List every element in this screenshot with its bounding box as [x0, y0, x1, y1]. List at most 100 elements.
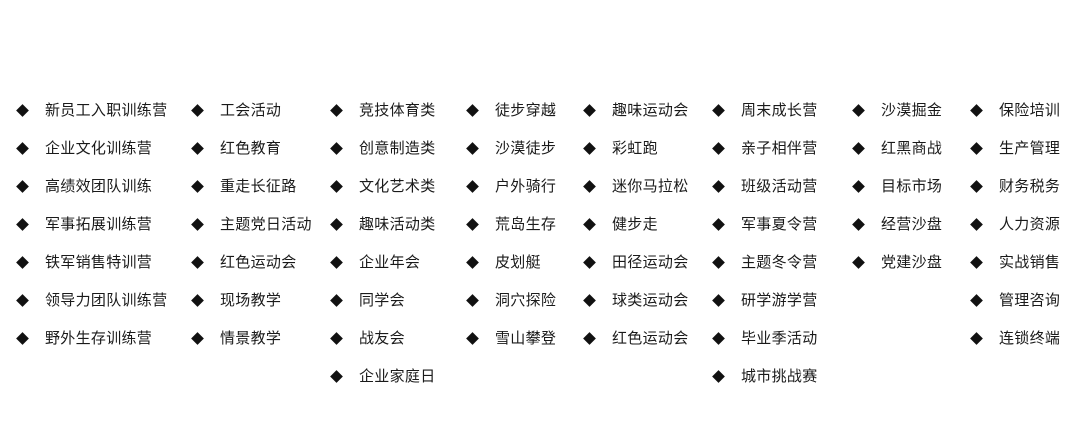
diamond-bullet-icon: [970, 255, 983, 269]
diamond-bullet-icon: [466, 331, 479, 345]
menu-item[interactable]: 班级活动营: [712, 167, 818, 205]
menu-item[interactable]: 户外骑行: [466, 167, 556, 205]
menu-item-label: 党建沙盘: [881, 253, 943, 271]
menu-item[interactable]: 保险培训: [970, 91, 1060, 129]
menu-item[interactable]: 新员工入职训练营: [16, 91, 167, 129]
menu-item[interactable]: 球类运动会: [583, 281, 689, 319]
menu-column-5: 趣味运动会彩虹跑迷你马拉松健步走田径运动会球类运动会红色运动会: [583, 91, 689, 357]
menu-item-label: 主题党日活动: [220, 215, 312, 233]
menu-item-label: 财务税务: [999, 177, 1061, 195]
menu-item[interactable]: 领导力团队训练营: [16, 281, 167, 319]
menu-item[interactable]: 皮划艇: [466, 243, 556, 281]
diamond-bullet-icon: [191, 141, 204, 155]
menu-item[interactable]: 沙漠掘金: [852, 91, 942, 129]
menu-item[interactable]: 周末成长营: [712, 91, 818, 129]
menu-item[interactable]: 财务税务: [970, 167, 1060, 205]
menu-item[interactable]: 工会活动: [191, 91, 312, 129]
diamond-bullet-icon: [852, 103, 865, 117]
menu-column-6: 周末成长营亲子相伴营班级活动营军事夏令营主题冬令营研学游学营毕业季活动城市挑战赛: [712, 91, 818, 395]
menu-item[interactable]: 红色运动会: [583, 319, 689, 357]
diamond-bullet-icon: [852, 255, 865, 269]
diamond-bullet-icon: [466, 255, 479, 269]
menu-item[interactable]: 文化艺术类: [330, 167, 436, 205]
menu-item[interactable]: 企业文化训练营: [16, 129, 167, 167]
menu-item[interactable]: 毕业季活动: [712, 319, 818, 357]
diamond-bullet-icon: [330, 369, 343, 383]
diamond-bullet-icon: [191, 255, 204, 269]
diamond-bullet-icon: [16, 103, 29, 117]
diamond-bullet-icon: [330, 217, 343, 231]
diamond-bullet-icon: [191, 217, 204, 231]
menu-item[interactable]: 创意制造类: [330, 129, 436, 167]
menu-item-label: 红色运动会: [220, 253, 297, 271]
menu-item-label: 徒步穿越: [495, 101, 557, 119]
menu-item-label: 现场教学: [220, 291, 282, 309]
menu-item[interactable]: 趣味活动类: [330, 205, 436, 243]
menu-item-label: 目标市场: [881, 177, 943, 195]
menu-item[interactable]: 主题党日活动: [191, 205, 312, 243]
menu-item-label: 研学游学营: [741, 291, 818, 309]
menu-item[interactable]: 人力资源: [970, 205, 1060, 243]
diamond-bullet-icon: [712, 331, 725, 345]
menu-item[interactable]: 高绩效团队训练: [16, 167, 167, 205]
menu-item[interactable]: 军事夏令营: [712, 205, 818, 243]
diamond-bullet-icon: [970, 103, 983, 117]
menu-item-label: 迷你马拉松: [612, 177, 689, 195]
menu-item[interactable]: 企业家庭日: [330, 357, 436, 395]
menu-item[interactable]: 徒步穿越: [466, 91, 556, 129]
menu-item[interactable]: 亲子相伴营: [712, 129, 818, 167]
menu-item[interactable]: 红黑商战: [852, 129, 942, 167]
menu-item-label: 新员工入职训练营: [45, 101, 168, 119]
menu-item[interactable]: 同学会: [330, 281, 436, 319]
menu-item[interactable]: 情景教学: [191, 319, 312, 357]
menu-item-label: 红黑商战: [881, 139, 943, 157]
menu-column-3: 竞技体育类创意制造类文化艺术类趣味活动类企业年会同学会战友会企业家庭日: [330, 91, 436, 395]
menu-item[interactable]: 研学游学营: [712, 281, 818, 319]
menu-item[interactable]: 洞穴探险: [466, 281, 556, 319]
menu-item[interactable]: 荒岛生存: [466, 205, 556, 243]
menu-item-label: 野外生存训练营: [45, 329, 153, 347]
menu-item[interactable]: 实战销售: [970, 243, 1060, 281]
menu-item-label: 创意制造类: [359, 139, 436, 157]
menu-item[interactable]: 经营沙盘: [852, 205, 942, 243]
diamond-bullet-icon: [466, 141, 479, 155]
diamond-bullet-icon: [16, 179, 29, 193]
menu-item[interactable]: 彩虹跑: [583, 129, 689, 167]
menu-item[interactable]: 城市挑战赛: [712, 357, 818, 395]
menu-item[interactable]: 目标市场: [852, 167, 942, 205]
diamond-bullet-icon: [852, 217, 865, 231]
menu-item-label: 情景教学: [220, 329, 282, 347]
menu-item[interactable]: 沙漠徒步: [466, 129, 556, 167]
menu-item[interactable]: 党建沙盘: [852, 243, 942, 281]
diamond-bullet-icon: [583, 103, 596, 117]
menu-item[interactable]: 红色教育: [191, 129, 312, 167]
menu-item[interactable]: 主题冬令营: [712, 243, 818, 281]
menu-item[interactable]: 野外生存训练营: [16, 319, 167, 357]
diamond-bullet-icon: [330, 255, 343, 269]
menu-item[interactable]: 竞技体育类: [330, 91, 436, 129]
menu-item-label: 企业文化训练营: [45, 139, 153, 157]
menu-item[interactable]: 迷你马拉松: [583, 167, 689, 205]
menu-item[interactable]: 重走长征路: [191, 167, 312, 205]
menu-item[interactable]: 红色运动会: [191, 243, 312, 281]
menu-item[interactable]: 雪山攀登: [466, 319, 556, 357]
menu-item[interactable]: 趣味运动会: [583, 91, 689, 129]
menu-item[interactable]: 军事拓展训练营: [16, 205, 167, 243]
menu-item[interactable]: 铁军销售特训营: [16, 243, 167, 281]
menu-item[interactable]: 现场教学: [191, 281, 312, 319]
menu-item-label: 户外骑行: [495, 177, 557, 195]
menu-item[interactable]: 管理咨询: [970, 281, 1060, 319]
menu-item[interactable]: 生产管理: [970, 129, 1060, 167]
diamond-bullet-icon: [583, 331, 596, 345]
diamond-bullet-icon: [16, 331, 29, 345]
menu-item-label: 周末成长营: [741, 101, 818, 119]
menu-item-label: 城市挑战赛: [741, 367, 818, 385]
menu-item[interactable]: 健步走: [583, 205, 689, 243]
menu-item-label: 主题冬令营: [741, 253, 818, 271]
diamond-bullet-icon: [712, 217, 725, 231]
menu-item[interactable]: 连锁终端: [970, 319, 1060, 357]
menu-item[interactable]: 田径运动会: [583, 243, 689, 281]
diamond-bullet-icon: [583, 217, 596, 231]
menu-item[interactable]: 战友会: [330, 319, 436, 357]
menu-item[interactable]: 企业年会: [330, 243, 436, 281]
